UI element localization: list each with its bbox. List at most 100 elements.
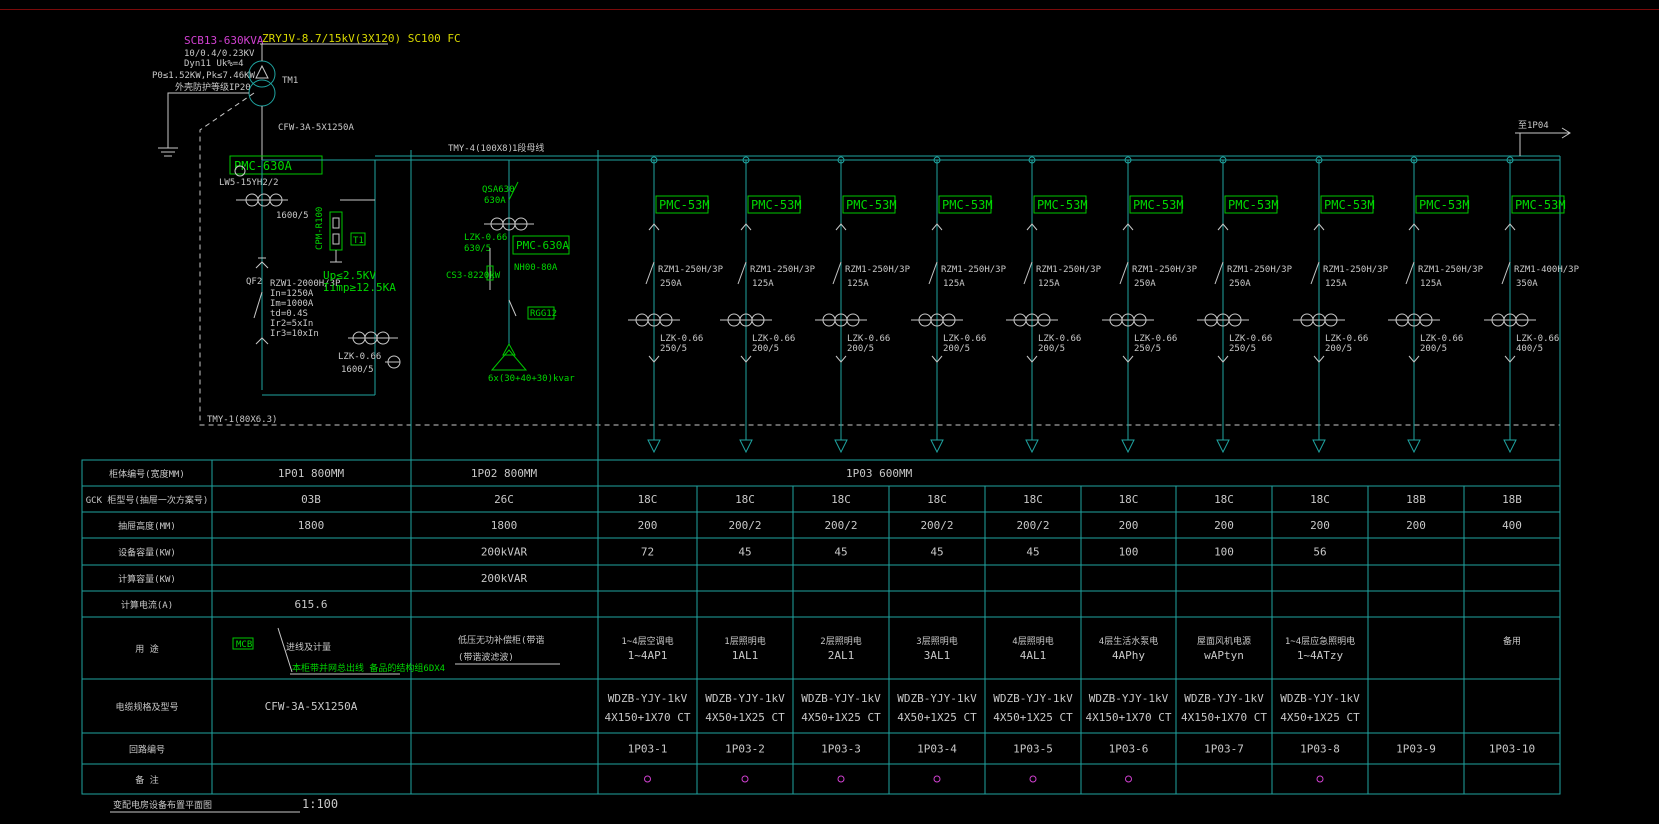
table-cell: 18C [831, 493, 851, 506]
table-row-label: 设备容量(KW) [118, 547, 176, 559]
feeder-rating: 125A [752, 279, 774, 289]
feeder-breaker: RZM1-250H/3P [1323, 265, 1389, 275]
feeder-breaker: RZM1-250H/3P [1418, 265, 1484, 275]
table-cell: 18C [638, 493, 658, 506]
table-cell-line: 4X150+1X70 CT [604, 711, 690, 724]
table-cell: 1P03-10 [1489, 743, 1535, 756]
table-cell: 45 [930, 546, 943, 559]
table-cell-line: wAPtyn [1204, 649, 1244, 662]
table-cell: 26C [494, 493, 514, 506]
spd-up: Up≤2.5KV [323, 269, 376, 282]
transformer-block: SCB13-630KVA 10/0.4/0.23KV Dyn11 Uk%=4 P… [152, 32, 1560, 426]
table-cell: 200kVAR [481, 572, 528, 585]
table-cell-line: 1~4ATzy [1297, 649, 1344, 662]
incoming-breaker-tag: QF2 [246, 277, 262, 287]
transformer-losses: P0≤1.52KW,Pk≤7.46KW [152, 71, 256, 81]
table-cell: 18C [1310, 493, 1330, 506]
table-cell: 200 [1310, 519, 1330, 532]
capacitor-use-note-2: (带谐波滤波) [458, 651, 514, 663]
feeder-breaker: RZM1-250H/3P [1036, 265, 1102, 275]
footer-title: 变配电房设备布置平面图 [113, 799, 212, 811]
feeder-outlet-arrow [739, 439, 753, 454]
cap-bank: 6x(30+40+30)kvar [488, 374, 575, 384]
table-cell: 1P03-8 [1300, 743, 1340, 756]
incoming-meter: PMC-630A [234, 159, 293, 173]
incoming-ct-ratio: 1600/5 [276, 211, 309, 221]
table-cell: 200 [1119, 519, 1139, 532]
cap-meter: PMC-630A [516, 239, 569, 252]
table-cell: 1800 [491, 519, 518, 532]
table-cell: 1800 [298, 519, 325, 532]
table-cell: 200 [1406, 519, 1426, 532]
table-cell-line: 3层照明电 [916, 635, 957, 647]
table-cell: 18C [1119, 493, 1139, 506]
table-cell: 18B [1502, 493, 1522, 506]
remark-mark-icon [1125, 775, 1132, 783]
table-row-label: 抽屉高度(MM) [118, 520, 176, 532]
incoming-breaker-spec-line: Ir3=10xIn [270, 329, 319, 339]
feeder-rating: 125A [847, 279, 869, 289]
feeder-rating: 350A [1516, 279, 1538, 289]
cap-ct-model: LZK-0.66 [464, 233, 507, 243]
table-cell-line: 4X150+1X70 CT [1085, 711, 1171, 724]
feeder-meter: PMC-53M [846, 198, 897, 212]
cap-switch-rating: 630A [484, 196, 506, 206]
feeder-rating: 250A [1134, 279, 1156, 289]
transformer-model: SCB13-630KVA [184, 34, 264, 47]
incoming-breaker-spec-line: RZW1-2000H/3P [270, 279, 341, 289]
remark-mark-icon [1316, 775, 1324, 783]
table-cell: 400 [1502, 519, 1522, 532]
table-cell-line: WDZB-YJY-1kV [608, 692, 688, 705]
table-cell-line: 4X150+1X70 CT [1181, 711, 1267, 724]
feeder-outlet-arrow [930, 439, 944, 454]
feeder-ct-model: LZK-0.66 [1325, 334, 1368, 344]
cap-controller: RGG12 [530, 309, 557, 319]
cap-switch-model: QSA630 [482, 185, 515, 195]
feeder-rating: 125A [943, 279, 965, 289]
incoming-breaker-spec-line: td=0.4S [270, 309, 308, 319]
table-cell: 1P02 800MM [471, 467, 538, 480]
table-row-label: 用 途 [135, 643, 158, 655]
feeder-meter: PMC-53M [659, 198, 710, 212]
table-cell: 200/2 [920, 519, 953, 532]
feeder-outlet-arrow [1407, 439, 1421, 454]
drawing-footer: 变配电房设备布置平面图 1:100 [110, 797, 338, 813]
table-row-label: 回路编号 [129, 744, 165, 756]
table-cell-line: WDZB-YJY-1kV [705, 692, 785, 705]
feeder-rating: 250A [1229, 279, 1251, 289]
feeder-meter: PMC-53M [1419, 198, 1470, 212]
feeder-outlet-arrow [647, 439, 661, 454]
table-cell: 200 [1214, 519, 1234, 532]
table-cell: 100 [1119, 546, 1139, 559]
incoming-busway: CFW-3A-5X1250A [278, 123, 354, 133]
feeder-breaker: RZM1-250H/3P [845, 265, 911, 275]
table-row-label: 柜体编号(宽度MM) [109, 468, 185, 480]
busbar-arrow-label: 至1P04 [1518, 120, 1549, 131]
table-cell-line: 屋面风机电源 [1197, 635, 1251, 647]
feeder-outlet-arrow [1025, 439, 1039, 454]
table-cell: 45 [738, 546, 751, 559]
feeder-rating: 125A [1325, 279, 1347, 289]
remark-mark-icon [837, 775, 845, 783]
feeder-breaker: RZM1-250H/3P [1132, 265, 1198, 275]
top-red-border [0, 9, 1659, 10]
feeder-breaker: RZM1-250H/3P [941, 265, 1007, 275]
table-cell: 100 [1214, 546, 1234, 559]
incoming-use-note-2: 本柜带并网总出线 备品的结构组6DX4 [292, 662, 445, 674]
table-cell-line: WDZB-YJY-1kV [1089, 692, 1169, 705]
incoming-breaker-spec-line: Ir2=5xIn [270, 319, 313, 329]
incoming-ct2-model: LZK-0.66 [338, 352, 381, 362]
feeder-meter: PMC-53M [1037, 198, 1088, 212]
spd-t1: T1 [353, 236, 364, 246]
feeder-breaker: RZM1-250H/3P [750, 265, 816, 275]
table-cell: CFW-3A-5X1250A [265, 700, 358, 713]
hv-cable: ZRYJV-8.7/15kV(3X120) SC100 FC [262, 32, 461, 45]
table-cell: 03B [301, 493, 321, 506]
table-cell: 200/2 [824, 519, 857, 532]
transformer-ip: 外壳防护等级IP20 [175, 81, 251, 93]
